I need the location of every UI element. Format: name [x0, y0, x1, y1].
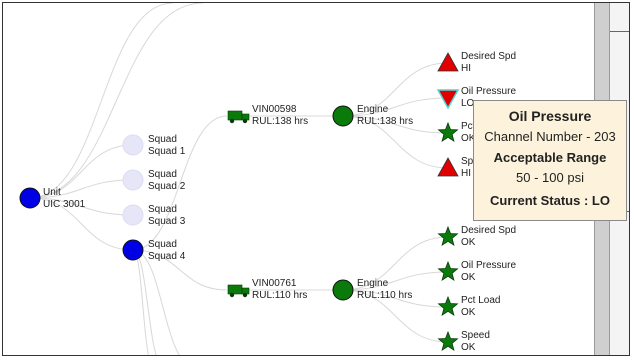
unit-label: Unit: [43, 187, 61, 198]
squad-label: Squad: [148, 134, 177, 145]
tree-link: [132, 115, 228, 251]
vehicle-wheel: [229, 292, 235, 298]
squad-sublabel: Squad 3: [148, 216, 186, 227]
status-ok-star-icon[interactable]: [437, 225, 459, 246]
channel-sublabel: LO: [461, 98, 475, 109]
channel-label: Pct Load: [461, 295, 500, 306]
vehicle-wheel: [229, 118, 235, 124]
tooltip-channel-number: Channel Number - 203: [484, 129, 616, 144]
squad-node[interactable]: [122, 134, 144, 156]
engine-sublabel: RUL:110 hrs: [357, 290, 412, 301]
channel-sublabel: OK: [461, 307, 476, 318]
status-ok-star-icon[interactable]: [437, 260, 459, 281]
tooltip-title: Oil Pressure: [508, 108, 592, 124]
tree-link: [132, 249, 157, 355]
channel-tooltip: Oil Pressure Channel Number - 203 Accept…: [473, 100, 627, 221]
status-ok-star-icon[interactable]: [437, 295, 459, 316]
status-high-triangle-icon[interactable]: [437, 157, 459, 177]
tree-link: [342, 115, 449, 134]
status-ok-star-icon[interactable]: [437, 121, 459, 142]
engine-node[interactable]: [332, 279, 354, 301]
tree-link: [29, 3, 204, 199]
status-ok-star-icon[interactable]: [437, 330, 459, 351]
tree-link: [29, 144, 134, 199]
engine-label: Engine: [357, 278, 389, 289]
tree-link: [342, 236, 449, 291]
channel-label: Oil Pressure: [461, 260, 516, 271]
channel-label: Oil Pressure: [461, 86, 516, 97]
channel-label: Speed: [461, 330, 490, 341]
engine-node[interactable]: [332, 105, 354, 127]
tree-link: [29, 3, 174, 199]
vehicle-label: VIN00761: [252, 278, 297, 289]
vehicle-label: VIN00598: [252, 104, 297, 115]
tree-link: [342, 289, 449, 308]
tree-link: [342, 97, 449, 117]
squad-sublabel: Squad 2: [148, 181, 186, 192]
vehicle-truck-icon[interactable]: [227, 110, 243, 121]
unit-sublabel: UIC 3001: [43, 199, 86, 210]
tooltip-range-value: 50 - 100 psi: [516, 170, 584, 185]
squad-node[interactable]: [122, 169, 144, 191]
squad-sublabel: Squad 4: [148, 251, 186, 262]
tree-link: [29, 197, 134, 251]
squad-label: Squad: [148, 169, 177, 180]
squad-label: Squad: [148, 204, 177, 215]
tree-link: [132, 249, 181, 355]
squad-node[interactable]: [122, 204, 144, 226]
channel-sublabel: OK: [461, 342, 476, 353]
squad-node[interactable]: [122, 239, 144, 261]
channel-label: Desired Spd: [461, 51, 516, 62]
tree-link: [29, 179, 134, 199]
engine-sublabel: RUL:138 hrs: [357, 116, 413, 127]
panel-divider: [610, 31, 629, 32]
channel-sublabel: HI: [461, 63, 471, 74]
squad-sublabel: Squad 1: [148, 146, 186, 157]
channel-sublabel: HI: [461, 168, 471, 179]
channel-sublabel: OK: [461, 272, 476, 283]
tree-link: [132, 249, 228, 291]
tree-links: [29, 3, 449, 355]
vehicle-truck-icon[interactable]: [227, 284, 243, 295]
channel-sublabel: OK: [461, 133, 476, 144]
tree-link: [342, 62, 449, 117]
status-low-triangle-icon[interactable]: [436, 89, 460, 110]
channel-sublabel: OK: [461, 237, 476, 248]
unit-node[interactable]: [19, 187, 41, 209]
status-high-triangle-icon[interactable]: [437, 52, 459, 72]
tree-link: [29, 197, 134, 216]
channel-label: Desired Spd: [461, 225, 516, 236]
tooltip-current-status: Current Status : LO: [490, 193, 610, 208]
tree-link: [342, 289, 449, 343]
squad-label: Squad: [148, 239, 177, 250]
engine-label: Engine: [357, 104, 389, 115]
tree-link: [342, 271, 449, 291]
tooltip-range-label: Acceptable Range: [493, 150, 607, 165]
vehicle-sublabel: RUL:110 hrs: [252, 290, 307, 301]
vehicle-wheel: [242, 292, 248, 298]
vehicle-sublabel: RUL:138 hrs: [252, 116, 308, 127]
vehicle-wheel: [242, 118, 248, 124]
tree-link: [342, 115, 449, 169]
